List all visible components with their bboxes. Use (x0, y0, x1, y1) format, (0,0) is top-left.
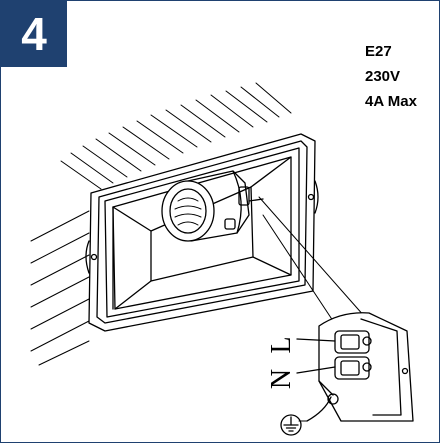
voltage-label: 230V (365, 68, 401, 85)
left-screw-icon (90, 253, 98, 261)
live-wire-label: L (266, 336, 297, 353)
socket-type-label: E27 (365, 43, 392, 60)
neutral-wire-label: N (266, 369, 297, 389)
step-number: 4 (21, 8, 47, 60)
ground-symbol-icon (280, 414, 308, 436)
detail-callout-lines (258, 196, 366, 334)
step-number-badge: 4 (1, 1, 67, 67)
max-current-label: 4A Max (365, 93, 417, 110)
lamp-socket (161, 170, 264, 242)
electrical-specs: E27 230V 4A Max (365, 39, 417, 114)
right-screw-icon (307, 193, 315, 201)
terminal-detail (296, 312, 414, 422)
terminal-screw-icon (401, 367, 409, 375)
wall-hatching (30, 82, 292, 366)
